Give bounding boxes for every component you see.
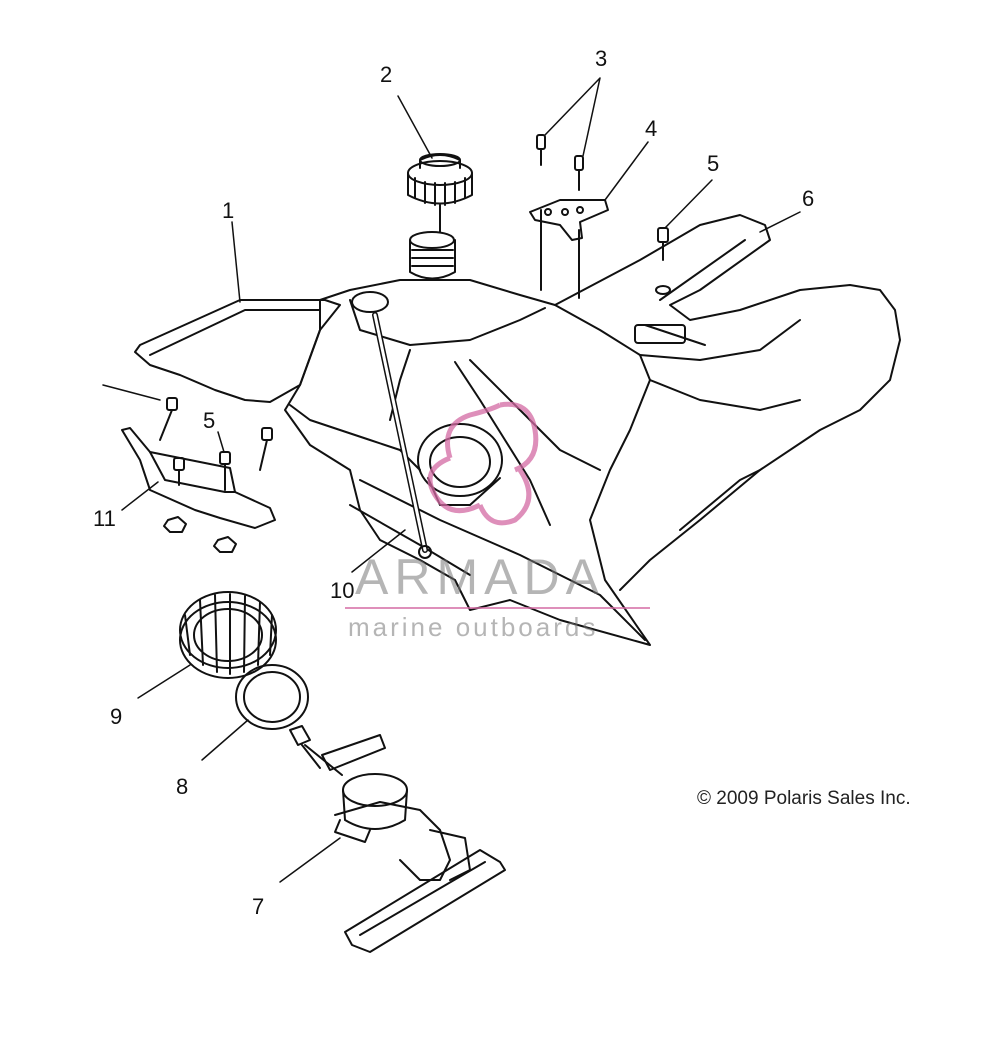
mount-bracket — [121, 397, 276, 553]
callout-9: 9 — [110, 704, 123, 729]
callout-6: 6 — [802, 186, 815, 211]
watermark-logo — [345, 401, 650, 609]
bracket — [529, 199, 609, 241]
callout-2: 2 — [380, 62, 393, 87]
fuel-pump — [289, 725, 506, 953]
leader-lines — [102, 77, 801, 883]
screws — [536, 134, 584, 299]
callout-10: 10 — [330, 578, 355, 603]
callout-5-left: 5 — [203, 408, 216, 433]
callout-3: 3 — [595, 46, 608, 71]
fuel-tank — [134, 214, 901, 646]
watermark-tagline: marine outboards — [348, 612, 599, 642]
callout-8: 8 — [176, 774, 189, 799]
callout-4: 4 — [645, 116, 658, 141]
callout-5-right: 5 — [707, 151, 720, 176]
bolt-washer-right — [655, 227, 671, 295]
callout-11: 11 — [93, 506, 116, 531]
lock-ring — [179, 591, 277, 679]
callout-1: 1 — [222, 198, 235, 223]
callout-7: 7 — [252, 894, 265, 919]
watermark-brand: ARMADA — [355, 549, 605, 605]
copyright-notice: © 2009 Polaris Sales Inc. — [697, 788, 911, 809]
gasket — [235, 664, 309, 730]
fuel-cap — [407, 153, 473, 233]
